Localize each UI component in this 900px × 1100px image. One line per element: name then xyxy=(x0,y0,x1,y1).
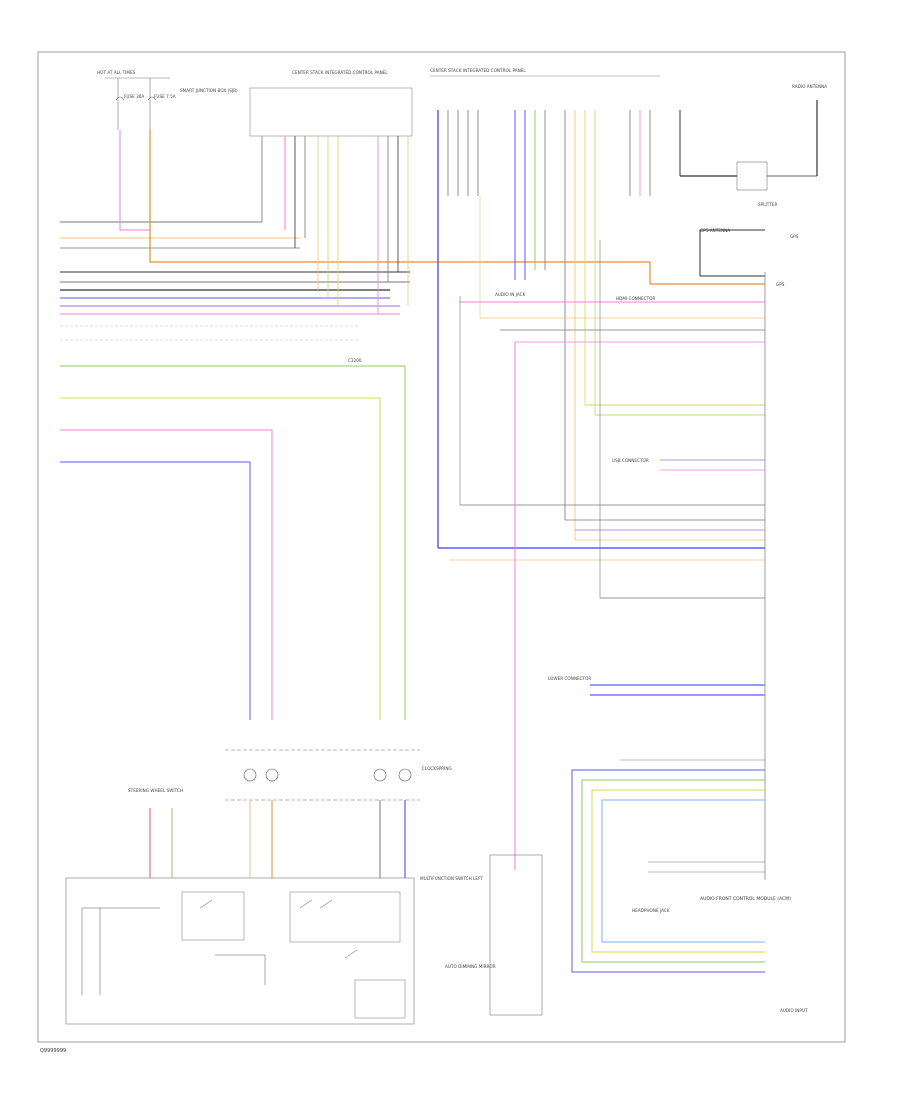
sjb-label: SMART JUNCTION BOX (SJB) xyxy=(180,88,238,93)
steering-wheel-switch-module: STEERING WHEEL SWITCH MULTIFUNCTION SWIT… xyxy=(65,788,483,1025)
auto-dimming-mirror-label: AUTO DIMMING MIRROR xyxy=(445,964,496,969)
center-stack-right-label: CENTER STACK INTEGRATED CONTROL PANEL xyxy=(430,68,526,73)
diagram-frame xyxy=(37,51,846,1043)
center-stack-connector-right: CENTER STACK INTEGRATED CONTROL PANEL xyxy=(430,68,660,77)
aux-input-wires: HEADPHONE JACK AUDIO INPUT xyxy=(571,759,808,1013)
right-connector-drops: AUDIO IN JACK HDMI CONNECTOR xyxy=(437,110,765,549)
fuse-7-5a-label: FUSE 7.5A xyxy=(154,94,176,99)
splitter-label: SPLITTER xyxy=(758,202,777,207)
audio-input-label: AUDIO INPUT xyxy=(780,1008,808,1013)
headphone-lower-label: HEADPHONE JACK xyxy=(632,908,670,913)
footer-id: Q9999999 xyxy=(40,1048,66,1054)
usb-connector-label: USB CONNECTOR xyxy=(612,458,649,463)
pin-label-gps: GPS xyxy=(776,282,785,287)
c-disconnect-label: C3200 xyxy=(348,358,362,363)
fuse-area: HOT AT ALL TIMES FUSE 30A FUSE 7.5A SMAR… xyxy=(97,70,238,130)
audio-harness-label: AUDIO IN JACK xyxy=(495,292,526,297)
hot-at-all-times-label: HOT AT ALL TIMES xyxy=(97,70,136,75)
gps-label: GPS xyxy=(790,234,799,239)
antenna-label: RADIO ANTENNA xyxy=(792,84,827,89)
left-connector-drops xyxy=(261,136,409,314)
radio-module-label: AUDIO FRONT CONTROL MODULE (ACM) xyxy=(700,896,791,902)
center-stack-connector-left: CENTER STACK INTEGRATED CONTROL PANEL xyxy=(249,70,413,137)
left-horizontal-wires: C3200 xyxy=(60,130,765,720)
center-stack-left-label: CENTER STACK INTEGRATED CONTROL PANEL xyxy=(292,70,388,75)
splitter-area: SPLITTER RADIO ANTENNA GPS ANTENNA GPS xyxy=(680,84,827,239)
clockspring-label: CLOCKSPRING xyxy=(422,766,452,771)
hdmi-connector-label: HDMI CONNECTOR xyxy=(616,296,655,301)
clockspring: CLOCKSPRING xyxy=(225,749,452,878)
radio-module: GPS AUDIO FRONT CONTROL MODULE (ACM) xyxy=(700,272,791,902)
mirror-wire: AUTO DIMMING MIRROR xyxy=(445,342,543,1016)
steering-wheel-switch-label: STEERING WHEEL SWITCH xyxy=(128,788,183,793)
fuse-30a-label: FUSE 30A xyxy=(124,94,144,99)
multifunction-left-label: MULTIFUNCTION SWITCH LEFT xyxy=(420,876,483,881)
module-horizontal-wires: USB CONNECTOR LOWER CONNECTOR xyxy=(450,196,765,696)
lower-connector-label: LOWER CONNECTOR xyxy=(548,676,591,681)
